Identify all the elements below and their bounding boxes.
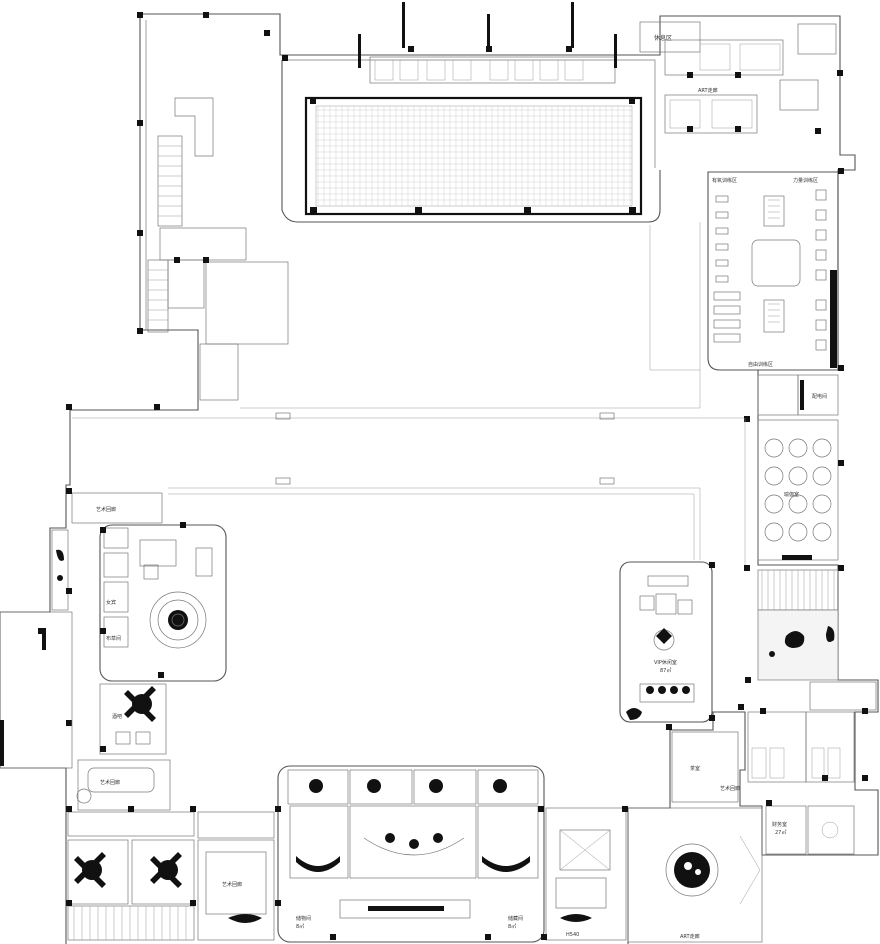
yoga-mat xyxy=(812,494,832,514)
cardio-machine xyxy=(715,227,729,235)
courtyard xyxy=(72,222,745,560)
cardio-machine xyxy=(715,243,729,251)
shower-stalls xyxy=(358,2,617,84)
room-label: 财务室 xyxy=(772,821,787,828)
bench xyxy=(713,291,741,301)
strength-machine xyxy=(815,249,827,261)
tea-room: 茶室 财务室 27㎡ xyxy=(666,681,877,855)
pool xyxy=(281,60,661,223)
room-area: 8㎡ xyxy=(508,923,516,930)
room-label: 艺术回廊 xyxy=(96,506,116,513)
room-label: 储藏间 xyxy=(508,915,523,922)
room-label: 储物间 xyxy=(296,915,311,922)
strength-machine xyxy=(815,339,827,351)
room-area: 27㎡ xyxy=(775,829,786,836)
corridor-label: ART走廊 xyxy=(698,87,718,94)
gallery-side-rooms: 艺术回廊 xyxy=(197,811,275,941)
bench xyxy=(713,333,741,343)
zone-label: 有氧训练区 xyxy=(712,177,737,184)
yoga-mat xyxy=(788,494,808,514)
strength-machine xyxy=(815,269,827,281)
garden xyxy=(745,569,839,683)
bench xyxy=(713,319,741,329)
exterior-walls xyxy=(0,13,879,944)
cardio-machine xyxy=(715,211,729,219)
room-area: 8㎡ xyxy=(296,923,304,930)
left-lower-rooms: 酒吧 艺术回廊 xyxy=(66,683,196,941)
gym: 有氧训练区 力量训练区 自由训练区 xyxy=(707,168,844,371)
yoga-mat xyxy=(812,522,832,542)
cardio-machine xyxy=(715,275,729,283)
vip-lounge: VIP休闲室 87㎡ xyxy=(619,561,715,723)
yoga-mat xyxy=(788,466,808,486)
lift-area: H540 ART走廊 艺术回廊 xyxy=(541,785,763,943)
pool-grid xyxy=(316,106,632,206)
bottom-gallery: 储物间 8㎡ 储藏间 8㎡ xyxy=(275,765,545,943)
room-area: 87㎡ xyxy=(660,667,671,674)
yoga-mat xyxy=(788,438,808,458)
room-label: 艺术回廊 xyxy=(222,881,242,888)
corridor-label: ART走廊 xyxy=(680,933,700,940)
left-annex xyxy=(0,611,73,769)
room-label: 艺术回廊 xyxy=(720,785,740,792)
yoga-mat xyxy=(812,438,832,458)
room-label: 布草间 xyxy=(106,635,121,642)
strength-machine xyxy=(815,319,827,331)
room-label: 配电间 xyxy=(812,393,827,400)
left-wing: 艺术回廊 女宾 布草间 xyxy=(51,404,227,726)
bench xyxy=(713,305,741,315)
strength-machine xyxy=(815,299,827,311)
elevation-mark: H540 xyxy=(566,932,579,938)
strength-machine xyxy=(815,229,827,241)
room-label: 艺术回廊 xyxy=(100,779,120,786)
zone-label: 力量训练区 xyxy=(793,177,818,184)
changing-rooms: 休息区 ART走廊 xyxy=(639,21,843,134)
cardio-machine xyxy=(715,195,729,203)
room-label: 瑜伽室 xyxy=(784,491,799,498)
yoga-mat xyxy=(812,466,832,486)
yoga-area: 配电间 瑜伽室 xyxy=(744,374,844,571)
yoga-mat xyxy=(764,522,784,542)
stair-area xyxy=(137,12,289,401)
zone-label: 自由训练区 xyxy=(748,361,773,368)
room-label: 女宾 xyxy=(106,599,116,606)
cardio-machine xyxy=(715,259,729,267)
room-label: 酒吧 xyxy=(112,713,122,720)
strength-machine xyxy=(815,209,827,221)
yoga-mat xyxy=(764,438,784,458)
yoga-mat xyxy=(788,522,808,542)
room-label: VIP休闲室 xyxy=(654,659,677,666)
strength-machine xyxy=(815,189,827,201)
yoga-mat xyxy=(764,466,784,486)
room-label: 茶室 xyxy=(690,765,700,772)
yoga-mat xyxy=(764,494,784,514)
room-label: 休息区 xyxy=(654,34,672,42)
